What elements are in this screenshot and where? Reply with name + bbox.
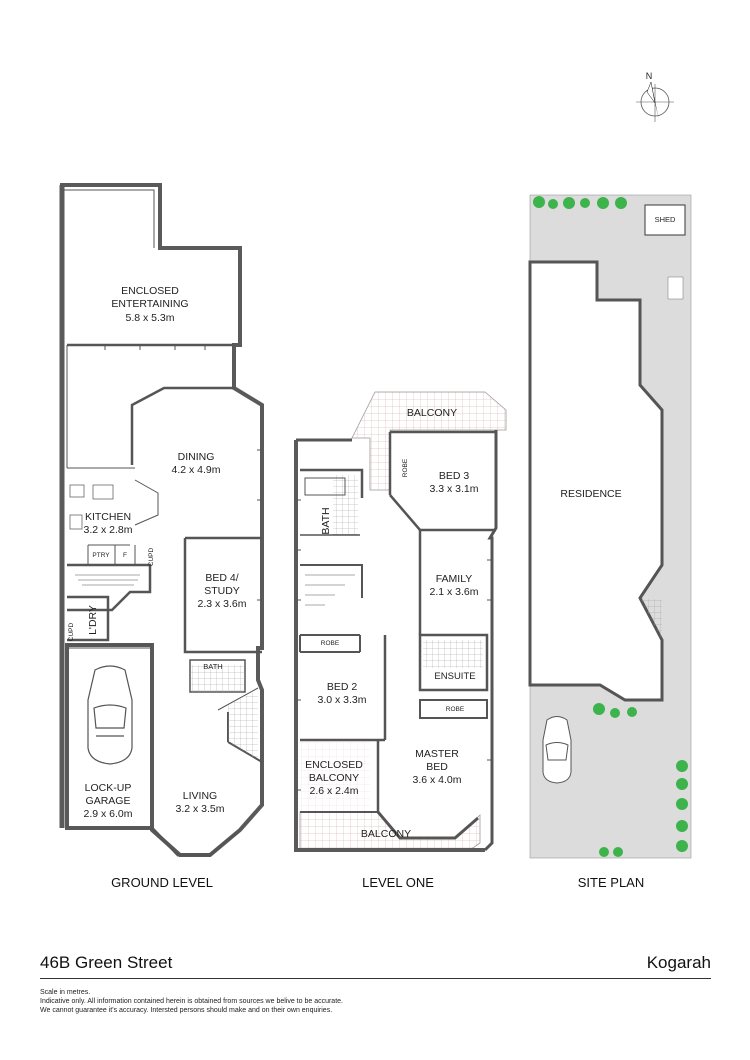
residence-label: RESIDENCE xyxy=(560,488,621,500)
pantry-label: PTRY xyxy=(92,552,110,559)
ground-bath-tiles xyxy=(190,665,245,693)
room-kitchen-name: KITCHEN xyxy=(85,511,131,523)
ground-entry-tiles xyxy=(228,690,258,760)
room-master-dim: 3.6 x 4.0m xyxy=(412,774,461,786)
balcony-top-tiles xyxy=(351,391,507,491)
room-dining-dim: 4.2 x 4.9m xyxy=(171,464,220,476)
room-bed4-dim: 2.3 x 3.6m xyxy=(197,598,246,610)
site-small-structure xyxy=(667,276,684,300)
cooktop-icon xyxy=(69,484,85,498)
oven-icon xyxy=(69,514,83,530)
north-compass-icon: N xyxy=(636,71,674,122)
ground-bath-name: BATH xyxy=(203,662,222,671)
room-living-dim: 3.2 x 3.5m xyxy=(175,803,224,815)
disclaimer: Scale in metres. Indicative only. All in… xyxy=(40,988,343,1015)
robe-bed3-label: ROBE xyxy=(402,458,409,477)
room-ensuite-name: ENSUITE xyxy=(434,671,475,682)
room-family-dim: 2.1 x 3.6m xyxy=(429,586,478,598)
sink-icon xyxy=(92,484,114,500)
ground-level-plan xyxy=(59,183,264,857)
site-plan: RESIDENCE SHED SITE PLAN xyxy=(528,194,692,890)
site-porch-tiles xyxy=(640,598,662,640)
ground-level-title: GROUND LEVEL xyxy=(111,875,213,890)
disclaimer-indicative: Indicative only. All information contain… xyxy=(40,998,343,1005)
footer-divider xyxy=(40,978,711,979)
residence-footprint xyxy=(528,260,664,702)
room-enclosed-balcony-dim: 2.6 x 2.4m xyxy=(309,785,358,797)
cupboard-laundry-label: CUPD xyxy=(68,622,75,641)
room-dining-name: DINING xyxy=(178,451,215,463)
room-garage-dim: 2.9 x 6.0m xyxy=(83,808,132,820)
enclosed-balcony-tiles xyxy=(300,742,370,812)
shed-footprint xyxy=(644,204,686,236)
room-enclosed-entertaining-dim: 5.8 x 5.3m xyxy=(125,312,174,324)
property-address: 46B Green Street xyxy=(40,953,173,972)
property-suburb: Kogarah xyxy=(646,953,711,972)
cupboard-kitchen-label: CUPD xyxy=(148,547,155,566)
room-bed2-dim: 3.0 x 3.3m xyxy=(317,694,366,706)
compass-north-label: N xyxy=(646,71,653,81)
disclaimer-guarantee: We cannot guarantee it's accuracy. Inter… xyxy=(40,1007,333,1014)
site-car-icon xyxy=(542,716,572,784)
robe-bed2-label: ROBE xyxy=(321,640,340,647)
shrubs-icon xyxy=(533,196,688,857)
car-icon xyxy=(87,665,133,765)
site-plan-title: SITE PLAN xyxy=(578,875,644,890)
level-one-title: LEVEL ONE xyxy=(362,875,434,890)
room-kitchen-dim: 3.2 x 2.8m xyxy=(83,524,132,536)
balcony-top-label: BALCONY xyxy=(407,407,457,419)
shed-label: SHED xyxy=(655,215,676,224)
room-bed3-name: BED 3 xyxy=(439,470,470,482)
room-bed3-dim: 3.3 x 3.1m xyxy=(429,483,478,495)
robe-master-label: ROBE xyxy=(446,706,465,713)
level-one-plan xyxy=(294,430,498,852)
balcony-bottom-label: BALCONY xyxy=(361,828,411,840)
level-one-bath-name: BATH xyxy=(320,507,332,534)
room-living-name: LIVING xyxy=(183,790,217,802)
room-bed4-name: BED 4/STUDY xyxy=(204,572,240,597)
room-bed2-name: BED 2 xyxy=(327,681,358,693)
fridge-label: F xyxy=(123,552,127,559)
room-family-name: FAMILY xyxy=(436,573,473,585)
level-one-labels: BALCONY BED 3 3.3 x 3.1m ROBE BATH FAMIL… xyxy=(305,407,479,890)
disclaimer-scale: Scale in metres. xyxy=(40,989,91,996)
ensuite-tiles xyxy=(423,640,483,668)
room-laundry-name: L'DRY xyxy=(87,605,99,635)
